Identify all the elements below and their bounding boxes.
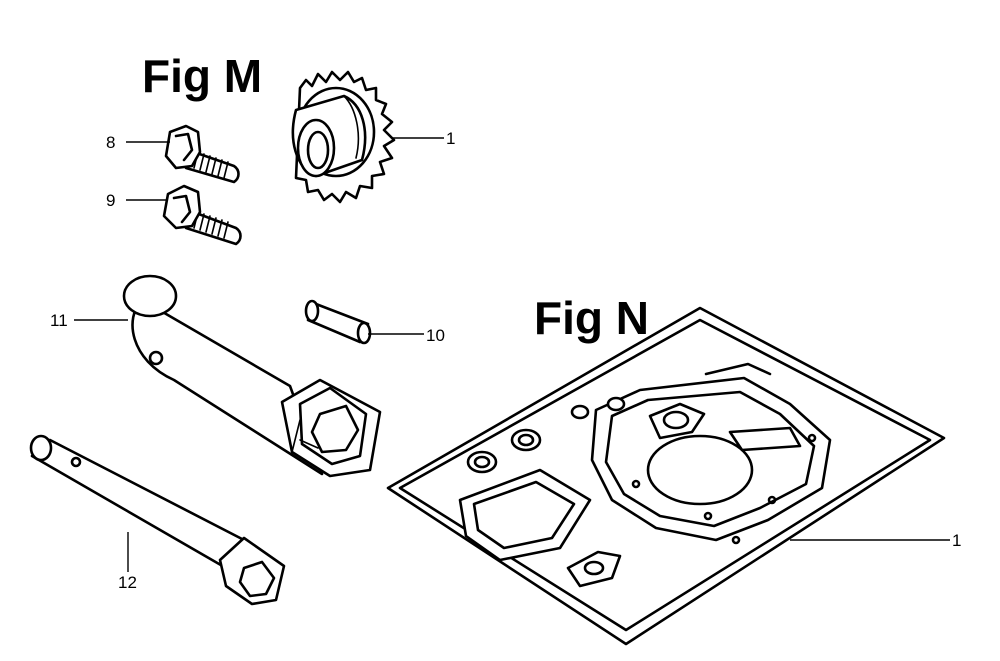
callout-pin: 10 xyxy=(426,326,445,345)
callout-gear: 1 xyxy=(446,129,455,148)
bolt-8-part xyxy=(164,124,240,184)
callout-socket-wrench: 11 xyxy=(50,311,68,330)
gear-part xyxy=(291,70,396,204)
callout-bolt-upper: 8 xyxy=(106,133,115,152)
fig-m-title: Fig M xyxy=(142,50,262,102)
gasket-kit-part xyxy=(386,306,946,646)
callout-gasket-kit: 1 xyxy=(952,531,961,550)
bolt-9-part xyxy=(162,184,242,246)
handle-bar-12-part xyxy=(29,434,286,606)
callout-handle-bar: 12 xyxy=(118,573,137,592)
pin-10-part xyxy=(304,299,372,345)
callout-bolt-lower: 9 xyxy=(106,191,115,210)
leader-lines xyxy=(74,137,950,572)
socket-wrench-11-part xyxy=(122,274,382,478)
fig-n-title: Fig N xyxy=(534,292,649,344)
